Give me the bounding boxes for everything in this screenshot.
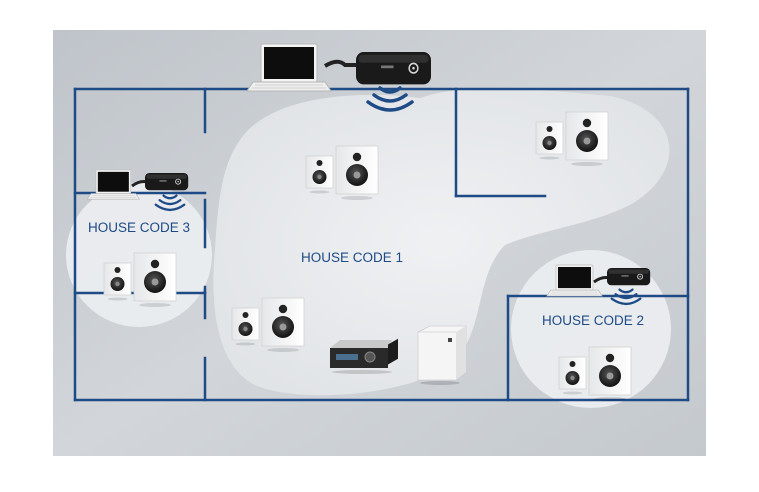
av-receiver-icon xyxy=(330,338,398,374)
wireless-transmitter-icon xyxy=(606,267,651,286)
usb-cable xyxy=(323,59,360,68)
zone-label-house-code-3: HOUSE CODE 3 xyxy=(88,220,190,235)
floorplan-walls xyxy=(73,87,690,402)
wireless-transmitter-icon xyxy=(144,172,189,191)
subwoofer-icon xyxy=(417,325,467,385)
wireless-transmitter-icon xyxy=(355,51,432,86)
zone-label-house-code-1: HOUSE CODE 1 xyxy=(301,250,403,265)
zone-label-house-code-2: HOUSE CODE 2 xyxy=(542,313,644,328)
